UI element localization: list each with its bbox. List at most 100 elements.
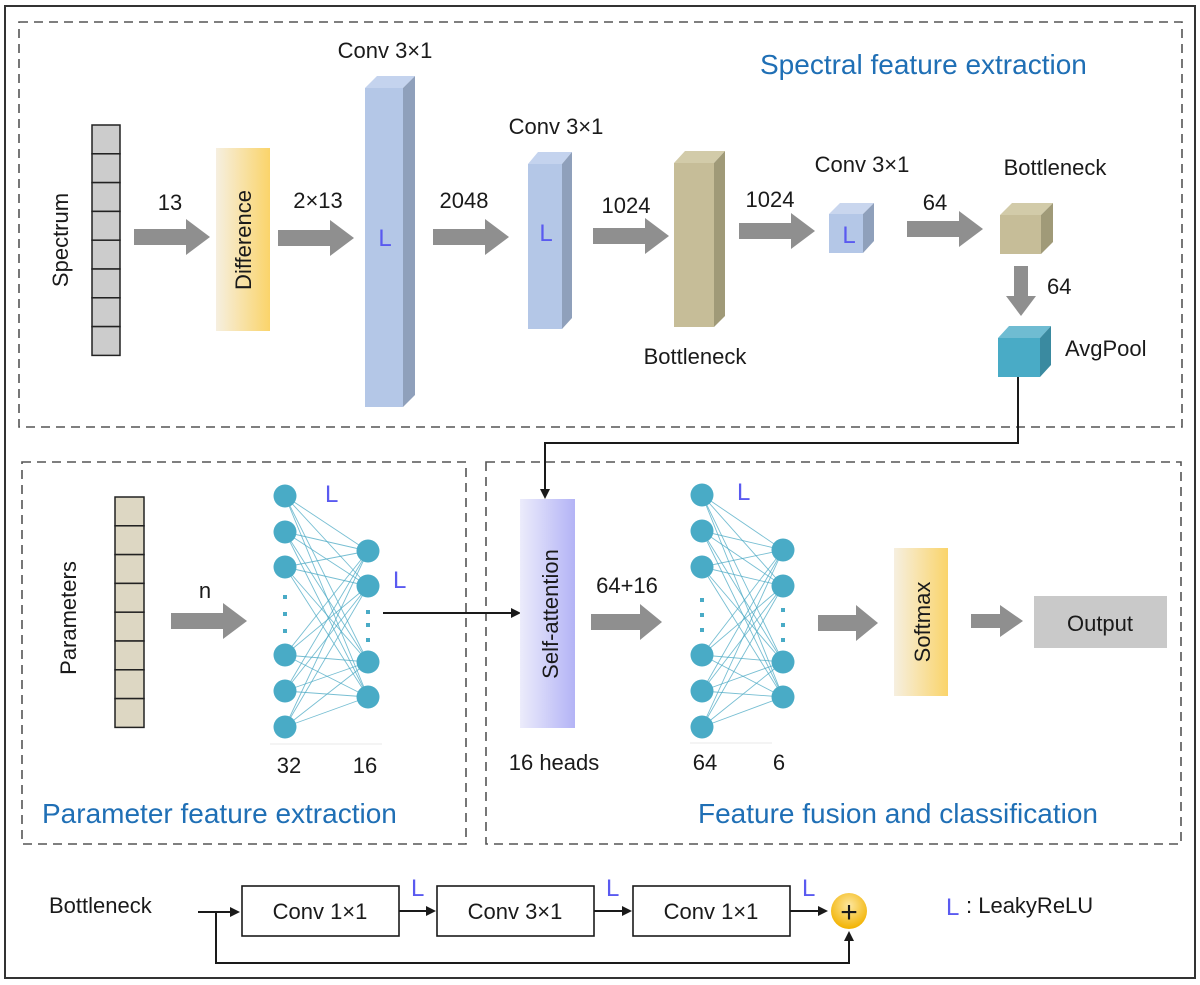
neuron xyxy=(771,685,795,709)
connection xyxy=(284,550,369,656)
connection xyxy=(701,661,784,728)
neuron xyxy=(273,484,297,508)
connection xyxy=(701,549,784,692)
vector-cell xyxy=(91,239,121,270)
bottleneck-stage-3: Conv 1×1 xyxy=(632,885,791,937)
neuron xyxy=(273,715,297,739)
neuron xyxy=(690,643,714,667)
connection xyxy=(701,585,784,728)
svg-text:Self-attention: Self-attention xyxy=(538,549,563,679)
leakyrelu-glyph: L xyxy=(802,875,815,902)
vector-cell xyxy=(91,153,121,184)
connection xyxy=(284,495,369,552)
neuron xyxy=(771,574,795,598)
connection xyxy=(284,654,369,663)
vector-cell xyxy=(91,268,121,299)
neuron xyxy=(356,574,380,598)
ellipsis-dot xyxy=(366,610,370,614)
parameter-section-frame xyxy=(21,461,467,845)
neuron xyxy=(690,679,714,703)
ellipsis-dot xyxy=(781,638,785,642)
leakyrelu-glyph: L xyxy=(325,481,338,508)
neuron xyxy=(690,519,714,543)
svg-text:64+16: 64+16 xyxy=(596,573,658,598)
vector-cell xyxy=(91,325,121,357)
connection xyxy=(701,654,784,663)
conv-block-3: Conv 3×1 L xyxy=(815,152,910,253)
arrow-to-output xyxy=(971,605,1023,637)
connection xyxy=(701,549,784,568)
neuron xyxy=(356,650,380,674)
svg-text:AvgPool: AvgPool xyxy=(1065,336,1147,361)
neuron xyxy=(273,555,297,579)
arrow-64plus16: 64+16 xyxy=(591,573,662,640)
attention-heads-caption: 16 heads xyxy=(509,750,600,775)
residual-skip-connector xyxy=(215,912,854,964)
connection xyxy=(701,494,784,551)
svg-text:2×13: 2×13 xyxy=(293,188,343,213)
connection xyxy=(701,696,784,728)
arrow-1024-a: 1024 xyxy=(593,193,669,254)
arrow-64-a: 64 xyxy=(907,190,983,247)
plus-icon: + xyxy=(840,896,858,929)
connection xyxy=(284,550,369,692)
ellipsis-dot xyxy=(283,595,287,599)
svg-text:Conv 3×1: Conv 3×1 xyxy=(815,152,910,177)
self-attention-block: Self-attention xyxy=(520,499,575,728)
vector-cell xyxy=(91,210,121,241)
output-block: Output xyxy=(1034,596,1167,648)
arrow-1024-b: 1024 xyxy=(739,187,815,249)
conv-block-1: Conv 3×1 L xyxy=(338,38,432,407)
parameter-section-title: Parameter feature extraction xyxy=(42,798,397,829)
neuron xyxy=(273,643,297,667)
neuron xyxy=(690,555,714,579)
svg-text:Conv 1×1: Conv 1×1 xyxy=(664,899,759,924)
svg-text:Bottleneck: Bottleneck xyxy=(644,344,748,369)
connection xyxy=(701,566,784,587)
bottleneck-stage-1: Conv 1×1 xyxy=(241,885,400,937)
bottleneck-stage-2: Conv 3×1 xyxy=(436,885,595,937)
arrow-64-down: 64 xyxy=(1006,266,1071,316)
arrow-to-softmax xyxy=(818,605,878,641)
vector-cell xyxy=(114,496,145,527)
vector-cell xyxy=(91,124,121,155)
layer-size-6: 6 xyxy=(773,750,785,775)
svg-text:Softmax: Softmax xyxy=(910,582,935,663)
avgpool-to-attention-connector xyxy=(540,377,1019,499)
ellipsis-dot xyxy=(366,623,370,627)
spectrum-input-vector xyxy=(91,124,121,357)
vector-cell xyxy=(114,582,145,613)
arrow-n: n xyxy=(171,578,247,639)
neuron xyxy=(690,715,714,739)
neuron xyxy=(273,520,297,544)
ellipsis-dot xyxy=(700,598,704,602)
spectral-section-frame xyxy=(18,21,1183,428)
svg-text:1024: 1024 xyxy=(746,187,795,212)
neuron xyxy=(771,650,795,674)
svg-text:Conv 3×1: Conv 3×1 xyxy=(509,114,604,139)
leakyrelu-glyph: L xyxy=(606,875,619,902)
arrow-2x13: 2×13 xyxy=(278,188,354,256)
conv-block-2: Conv 3×1 L xyxy=(509,114,604,329)
bottleneck-block-2: Bottleneck xyxy=(1000,155,1107,254)
svg-text:n: n xyxy=(199,578,211,603)
ellipsis-dot xyxy=(366,638,370,642)
residual-sum-node: + xyxy=(831,893,867,929)
bottleneck-detail-label: Bottleneck xyxy=(49,893,153,918)
connection xyxy=(284,531,369,663)
leakyrelu-glyph: L xyxy=(411,875,424,902)
ellipsis-dot xyxy=(700,628,704,632)
vector-cell xyxy=(114,611,145,642)
vector-cell xyxy=(114,553,145,585)
svg-text:Conv 3×1: Conv 3×1 xyxy=(468,899,563,924)
legend-text: : LeakyReLU xyxy=(966,893,1093,918)
connection xyxy=(284,495,369,587)
vector-cell xyxy=(91,181,121,213)
leakyrelu-glyph: L xyxy=(539,220,552,247)
vector-cell xyxy=(114,669,145,700)
svg-text:1024: 1024 xyxy=(602,193,651,218)
vector-cell xyxy=(91,297,121,328)
parameter-mlp xyxy=(273,484,380,739)
ellipsis-dot xyxy=(781,623,785,627)
